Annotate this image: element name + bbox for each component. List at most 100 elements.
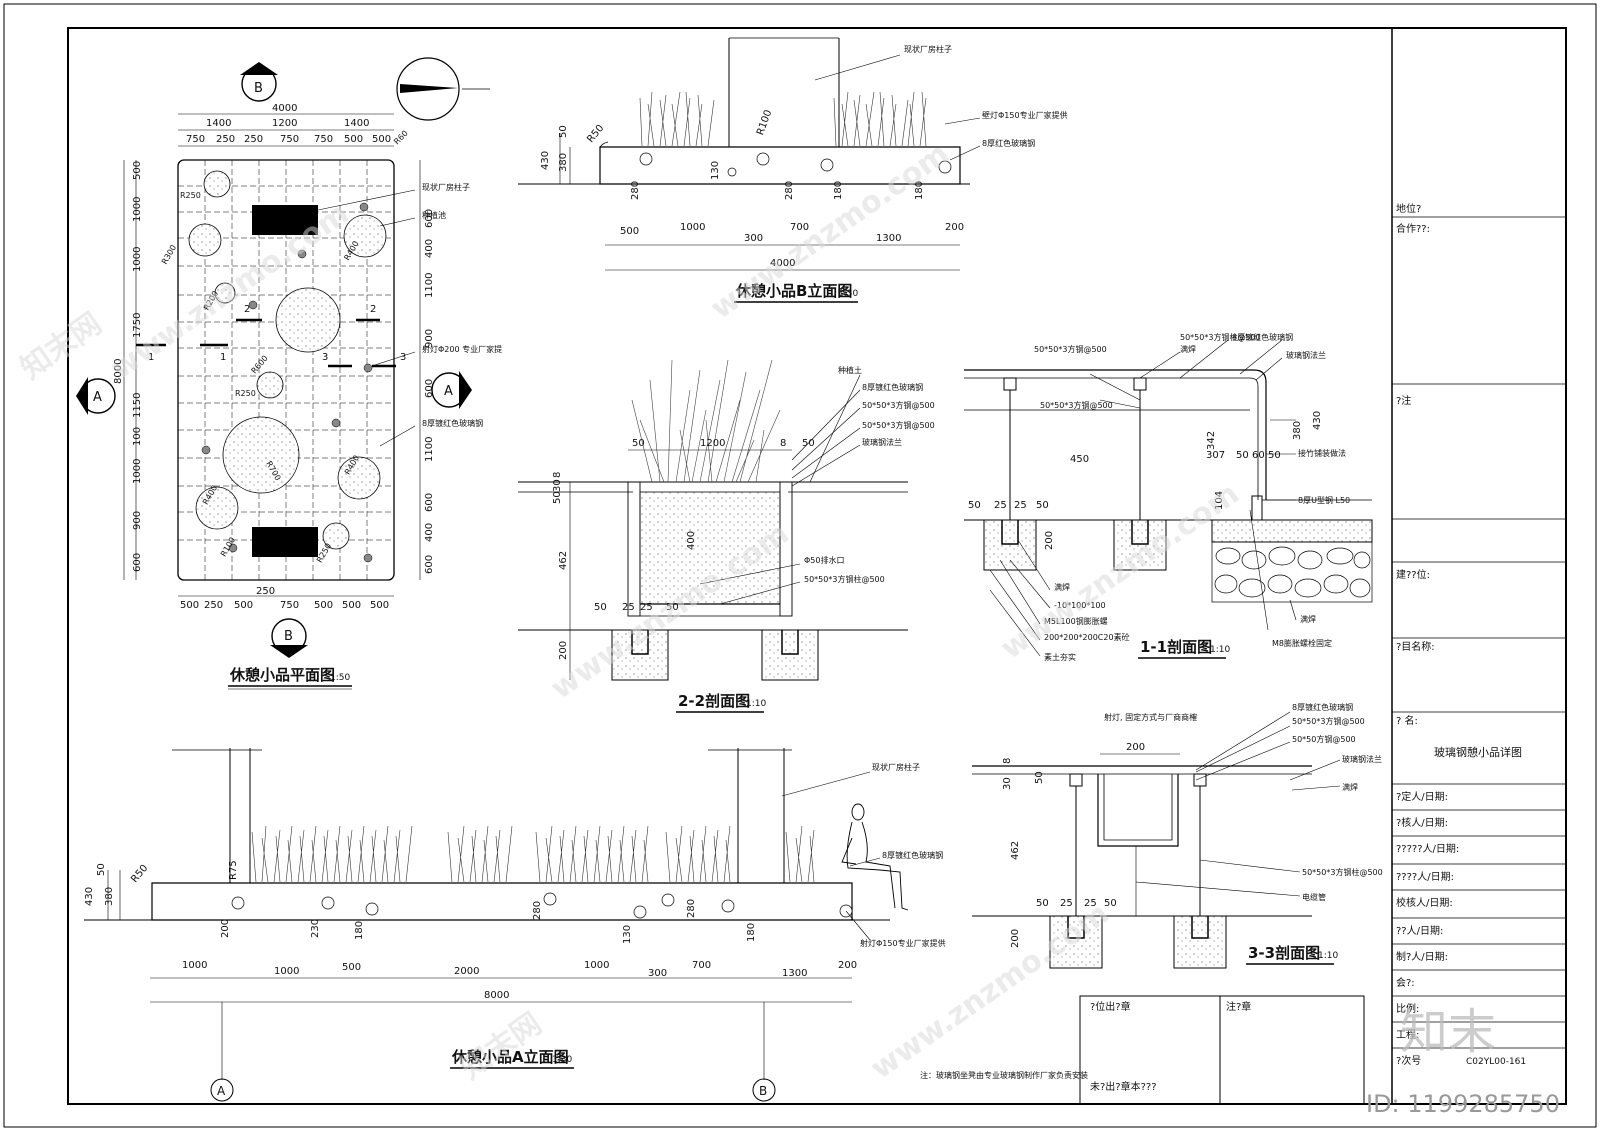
elevB-dim: 200 xyxy=(945,222,964,233)
elevA-dim-total: 8000 xyxy=(484,990,509,1001)
elevA-title: 休憩小品A立面图 xyxy=(451,1048,569,1066)
sec22-dim: 50 xyxy=(632,438,645,449)
svg-text:B: B xyxy=(759,1084,767,1098)
elevA-label: R75 xyxy=(228,860,239,880)
plan-dim: 500 xyxy=(344,134,363,145)
sec22-dim: 400 xyxy=(686,531,697,550)
elevB-dim: 50 xyxy=(558,125,569,138)
plan-dim: 750 xyxy=(314,134,333,145)
radius-label: R300 xyxy=(160,243,178,266)
elevA-dim: 200 xyxy=(220,919,231,938)
plan-dim-right: 1100 xyxy=(424,273,435,298)
elevB-label: R100 xyxy=(755,109,774,137)
plan-dim-left: 1000 xyxy=(132,197,143,222)
post xyxy=(1193,773,1207,787)
tb-drawing-no: C02YL00-161 xyxy=(1466,1057,1526,1067)
tb-drawing-label: ? 名: xyxy=(1396,714,1418,727)
sec11-note: 8厚U型钢 L50 xyxy=(1298,495,1350,505)
wall-light xyxy=(820,158,834,172)
elevB-dim: 300 xyxy=(744,233,763,244)
elevA-dim: 1000 xyxy=(584,960,609,971)
plan-dim: 500 xyxy=(234,600,253,611)
watermark-site: www.znzmo.com xyxy=(865,896,1116,1086)
wall-light xyxy=(543,892,557,906)
tb-row: ??人/日期: xyxy=(1396,925,1443,937)
sec11-scale: 1:10 xyxy=(1210,645,1230,655)
plan-dim-right: 1100 xyxy=(424,437,435,462)
sec11-dim: 380 xyxy=(1292,421,1303,440)
outer-border xyxy=(3,3,1597,1128)
spotlight xyxy=(201,445,211,455)
radius-label: R250 xyxy=(180,191,201,200)
plan-scale: 1:50 xyxy=(330,673,350,683)
spotlight xyxy=(331,418,341,428)
plan-dim: 750 xyxy=(186,134,205,145)
elevation-a: 1000 1000 500 2000 1000 300 700 1300 200… xyxy=(84,748,1088,1102)
inner-border xyxy=(67,27,1567,1105)
elevA-dim: 700 xyxy=(692,960,711,971)
marker-b-top: B xyxy=(240,62,278,102)
wall-light xyxy=(661,893,675,907)
watermark-logo: 知末 xyxy=(1400,1004,1496,1060)
plan-dim: 4000 xyxy=(272,103,297,114)
sec11-dim: 104 xyxy=(1214,491,1225,510)
tb-row: ?定人/日期: xyxy=(1396,790,1448,803)
sec33-dim: 25 xyxy=(1084,898,1097,909)
sec11-title: 1-1剖面图 xyxy=(1140,638,1212,656)
post xyxy=(1069,773,1083,787)
tb-drawing-name: 玻璃钢憩小品详图 xyxy=(1434,745,1522,759)
radius-label: R60 xyxy=(392,129,410,147)
sec22-scale: 1:10 xyxy=(746,699,766,709)
elevB-dim: 280 xyxy=(630,181,641,200)
plan-dim: 1400 xyxy=(344,118,369,129)
elevA-dim: 280 xyxy=(532,901,543,920)
plan-dim: 500 xyxy=(372,134,391,145)
elevB-note-column: 现状厂房柱子 xyxy=(904,44,952,54)
planter-circle xyxy=(275,287,341,353)
paving-base xyxy=(1211,519,1373,543)
planter-circle xyxy=(337,456,381,500)
planter-circle xyxy=(188,223,222,257)
plan-dim-left: 1750 xyxy=(132,313,143,338)
sec11-note: M8膨胀螺栓固定 xyxy=(1272,638,1332,648)
sec33-dim: 50 xyxy=(1036,898,1049,909)
section-1-1: 450 342 307 50 60 50 380 430 104 200 50 … xyxy=(964,332,1373,662)
section-num: 1 xyxy=(220,352,226,363)
watermark-brand: 知末网 xyxy=(15,306,109,386)
elevB-note-frp: 8厚红色玻璃钢 xyxy=(982,138,1035,148)
sec22-dim: 50 xyxy=(594,602,607,613)
elevA-dim: 380 xyxy=(104,887,115,906)
plan-dim: 1400 xyxy=(206,118,231,129)
elevA-dim: 180 xyxy=(354,921,365,940)
planter-circle xyxy=(322,522,350,550)
sec33-note: 8厚镀红色玻璃钢 xyxy=(1292,702,1353,712)
elevA-note: 8厚镀红色玻璃钢 xyxy=(882,850,943,860)
plan-note-planter: 种植池 xyxy=(422,210,446,220)
plan-dim-left: 1000 xyxy=(132,247,143,272)
plan-dim-left: 1000 xyxy=(132,459,143,484)
sec11-note: 200*200*200C20素砼 xyxy=(1044,632,1130,642)
axis-bubble-a: A xyxy=(210,1078,234,1102)
elevA-dim: 1000 xyxy=(182,960,207,971)
elevB-dim: 430 xyxy=(540,151,551,170)
elevA-dim: 1300 xyxy=(782,968,807,979)
sec33-dim: 25 xyxy=(1060,898,1073,909)
elevB-dim: 180 xyxy=(914,181,925,200)
elevB-dim: 280 xyxy=(784,181,795,200)
plan-dim: 250 xyxy=(204,600,223,611)
elevA-dim: 200 xyxy=(838,960,857,971)
plan-dim-left: 900 xyxy=(132,511,143,530)
gravel-base xyxy=(1211,541,1373,603)
wall-light xyxy=(721,899,735,913)
planter-circle xyxy=(343,214,387,258)
elevA-dim: 130 xyxy=(622,925,633,944)
elevB-dim: 180 xyxy=(833,181,844,200)
plan-dim-left: 100 xyxy=(132,427,143,446)
sec22-dim: 8 xyxy=(780,438,786,449)
elevA-dim: 300 xyxy=(648,968,667,979)
tb-row: 会?: xyxy=(1396,976,1415,989)
svg-text:A: A xyxy=(93,390,102,405)
marker-a-right: A xyxy=(431,371,472,409)
spotlight xyxy=(363,553,373,563)
footing-left xyxy=(611,629,669,681)
